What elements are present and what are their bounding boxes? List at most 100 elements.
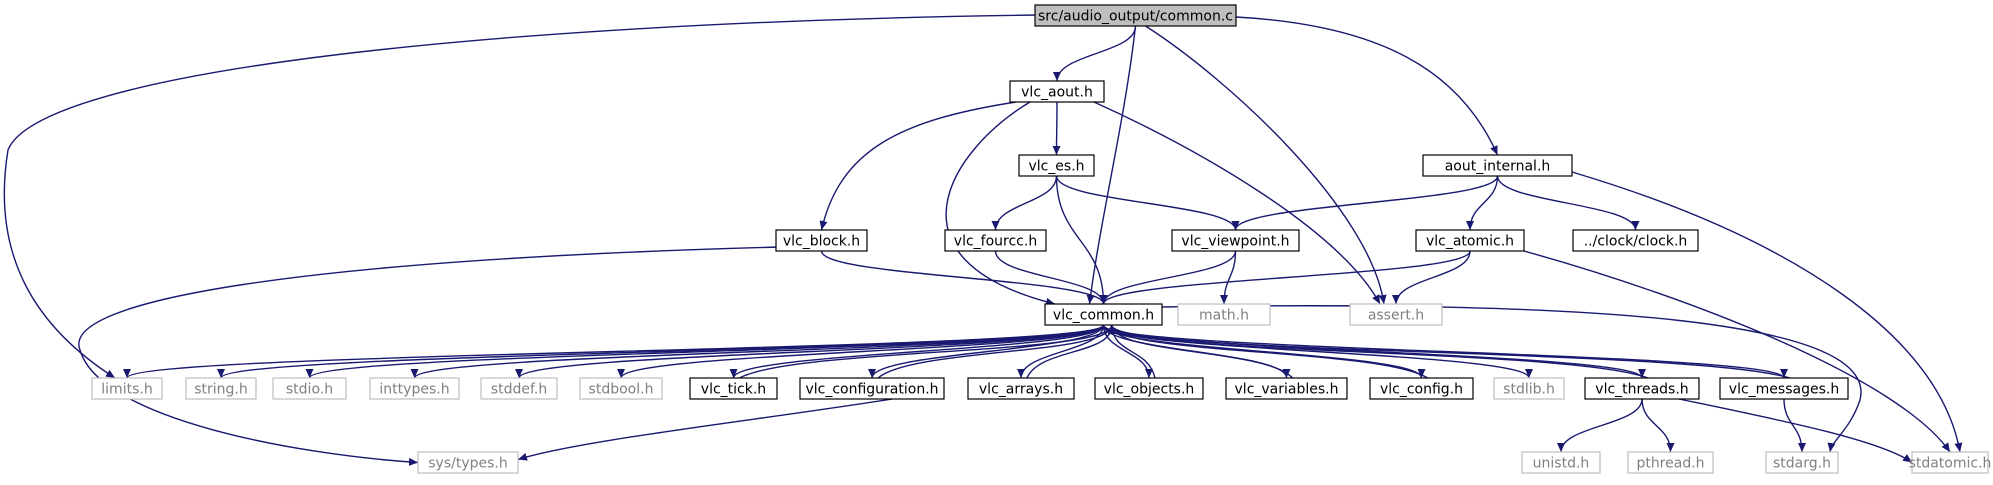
edge-vlc_common-to-string	[217, 324, 1105, 379]
edge-vlc_tick-to-vlc_common	[739, 324, 1116, 379]
node-label: vlc_tick.h	[701, 382, 766, 398]
node-vlc-aout[interactable]: vlc_aout.h	[1009, 80, 1105, 103]
node-box	[1415, 229, 1525, 252]
edge-vlc_es-to-vlc_viewpoint	[1055, 175, 1240, 231]
node-box	[1225, 377, 1348, 400]
node-box	[1627, 451, 1714, 474]
node-unistd[interactable]: unistd.h	[1521, 451, 1601, 474]
node-box	[272, 377, 347, 400]
node-vlc-es[interactable]: vlc_es.h	[1018, 154, 1095, 177]
node-label: ../clock/clock.h	[1584, 234, 1688, 250]
node-box	[579, 377, 663, 400]
node-box	[689, 377, 778, 400]
edge-vlc_viewpoint-to-vlc_common	[1099, 250, 1237, 305]
edge-layer	[3, 14, 1963, 466]
node-label: stddef.h	[491, 382, 547, 398]
edge-vlc_common-to-stdbool	[617, 324, 1105, 379]
edge-vlc_aout-to-vlc_es	[1052, 101, 1061, 156]
edge-aout_internal-to-vlc_atomic	[1466, 175, 1499, 231]
node-vlc-configuration[interactable]: vlc_configuration.h	[799, 377, 945, 400]
node-box	[1719, 377, 1849, 400]
node-pthread[interactable]: pthread.h	[1627, 451, 1714, 474]
node-label: limits.h	[101, 382, 152, 398]
node-box	[91, 377, 163, 400]
edge-vlc_aout-to-vlc_common	[945, 101, 1056, 306]
node-label: vlc_messages.h	[1729, 382, 1839, 398]
node-box	[1584, 377, 1700, 400]
edge-root-to-aout_internal	[1235, 16, 1499, 156]
edge-vlc_aout-to-vlc_block	[819, 101, 1017, 231]
edge-vlc_block-to-vlc_common	[820, 250, 1108, 305]
edge-vlc_messages-to-stdarg	[1783, 398, 1806, 453]
edge-vlc_common-to-stddef	[515, 324, 1105, 379]
node-stddef[interactable]: stddef.h	[480, 377, 558, 400]
node-vlc-objects[interactable]: vlc_objects.h	[1094, 377, 1204, 400]
node-box	[1369, 377, 1474, 400]
edge-aout_internal-to-stdatomic	[1571, 171, 1963, 453]
node-vlc-fourcc[interactable]: vlc_fourcc.h	[944, 229, 1047, 252]
node-box	[1044, 303, 1163, 326]
node-box	[1171, 229, 1300, 252]
node-label: vlc_objects.h	[1104, 382, 1195, 398]
node-inttypes[interactable]: inttypes.h	[369, 377, 460, 400]
node-root[interactable]: src/audio_output/common.c	[1034, 4, 1237, 27]
node-label: assert.h	[1368, 308, 1424, 324]
edge-vlc_variables-to-vlc_common	[1108, 324, 1294, 379]
node-aout-internal[interactable]: aout_internal.h	[1422, 154, 1573, 177]
edge-vlc_threads-to-vlc_common	[1108, 324, 1649, 379]
edge-vlc_common-to-inttypes	[410, 324, 1105, 379]
node-vlc-viewpoint[interactable]: vlc_viewpoint.h	[1171, 229, 1300, 252]
node-label: string.h	[194, 382, 248, 398]
edge-vlc_common-to-vlc_arrays	[1017, 324, 1105, 379]
node-box	[967, 377, 1075, 400]
edge-root-to-vlc_aout	[1053, 25, 1137, 82]
node-label: vlc_threads.h	[1595, 382, 1688, 398]
edge-vlc_viewpoint-to-math	[1220, 250, 1237, 305]
node-label: vlc_configuration.h	[805, 382, 938, 398]
node-label: aout_internal.h	[1445, 159, 1551, 175]
node-box	[480, 377, 558, 400]
node-label: math.h	[1199, 308, 1249, 324]
node-vlc-threads[interactable]: vlc_threads.h	[1584, 377, 1700, 400]
node-vlc-messages[interactable]: vlc_messages.h	[1719, 377, 1849, 400]
edge-vlc_es-to-vlc_fourcc	[991, 175, 1058, 231]
node-clock[interactable]: ../clock/clock.h	[1572, 229, 1699, 252]
node-vlc-atomic[interactable]: vlc_atomic.h	[1415, 229, 1525, 252]
node-vlc-config[interactable]: vlc_config.h	[1369, 377, 1474, 400]
node-label: vlc_arrays.h	[979, 382, 1063, 398]
node-label: vlc_variables.h	[1235, 382, 1339, 398]
node-box	[1911, 451, 1989, 474]
node-stdatomic[interactable]: stdatomic.h	[1909, 451, 1992, 474]
edge-vlc_configuration-to-vlc_common	[877, 324, 1117, 379]
node-vlc-variables[interactable]: vlc_variables.h	[1225, 377, 1348, 400]
node-label: sys/types.h	[428, 456, 507, 472]
edge-vlc_atomic-to-assert	[1392, 250, 1471, 305]
node-box	[944, 229, 1047, 252]
node-sys-types[interactable]: sys/types.h	[417, 451, 519, 474]
edge-vlc_block-to-sys_types	[78, 246, 781, 466]
node-stdlib[interactable]: stdlib.h	[1493, 377, 1565, 400]
node-math[interactable]: math.h	[1177, 303, 1271, 326]
node-stdarg[interactable]: stdarg.h	[1765, 451, 1839, 474]
node-label: inttypes.h	[379, 382, 449, 398]
node-vlc-tick[interactable]: vlc_tick.h	[689, 377, 778, 400]
node-label: vlc_aout.h	[1021, 85, 1093, 101]
node-limits[interactable]: limits.h	[91, 377, 163, 400]
node-label: unistd.h	[1533, 456, 1590, 472]
node-vlc-arrays[interactable]: vlc_arrays.h	[967, 377, 1075, 400]
node-vlc-block[interactable]: vlc_block.h	[775, 229, 868, 252]
node-label: vlc_viewpoint.h	[1181, 234, 1289, 250]
node-box	[185, 377, 257, 400]
node-assert[interactable]: assert.h	[1349, 303, 1443, 326]
node-label: src/audio_output/common.c	[1038, 9, 1233, 25]
edge-vlc_common-to-vlc_threads	[1102, 324, 1646, 379]
edge-root-to-vlc_common	[1086, 25, 1137, 305]
node-vlc-common[interactable]: vlc_common.h	[1044, 303, 1163, 326]
node-stdio[interactable]: stdio.h	[272, 377, 347, 400]
node-box	[799, 377, 945, 400]
node-stdbool[interactable]: stdbool.h	[579, 377, 663, 400]
node-box	[417, 451, 519, 474]
node-string[interactable]: string.h	[185, 377, 257, 400]
node-box	[1349, 303, 1443, 326]
